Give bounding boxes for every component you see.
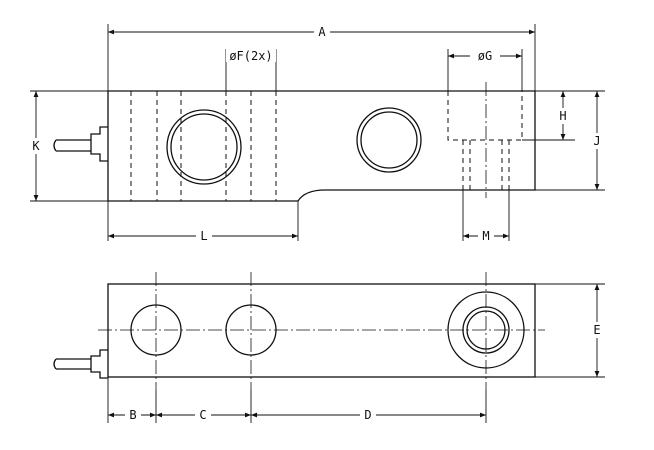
dim-label-b: B (129, 408, 136, 422)
counterbore-hidden (447, 91, 523, 141)
dim-label-h: H (559, 109, 566, 123)
dim-label-a: A (318, 25, 326, 39)
top-body-outline (107, 283, 536, 378)
cable-gland (90, 349, 108, 379)
side-body-outline (107, 90, 536, 202)
dim-label-l: L (200, 229, 207, 243)
dim-label-j: J (593, 134, 600, 148)
gauge-pocket-inner (170, 113, 238, 181)
cable (53, 139, 91, 152)
gauge-pocket-outer (356, 107, 422, 173)
gauge-pocket-inner (360, 111, 418, 169)
cable-gland (90, 126, 108, 162)
dim-label-e: E (593, 323, 600, 337)
cable (53, 358, 91, 370)
dim-label-c: C (199, 408, 206, 422)
dim-label-f: øF(2x) (229, 49, 272, 63)
top-view: E B C D (53, 272, 605, 423)
side-view: A øF(2x) øG K H J L M (28, 24, 605, 243)
dim-label-d: D (364, 408, 371, 422)
dim-label-g: øG (478, 49, 492, 63)
dim-label-k: K (32, 139, 40, 153)
dim-label-m: M (482, 229, 489, 243)
gauge-pocket-outer (166, 109, 242, 185)
